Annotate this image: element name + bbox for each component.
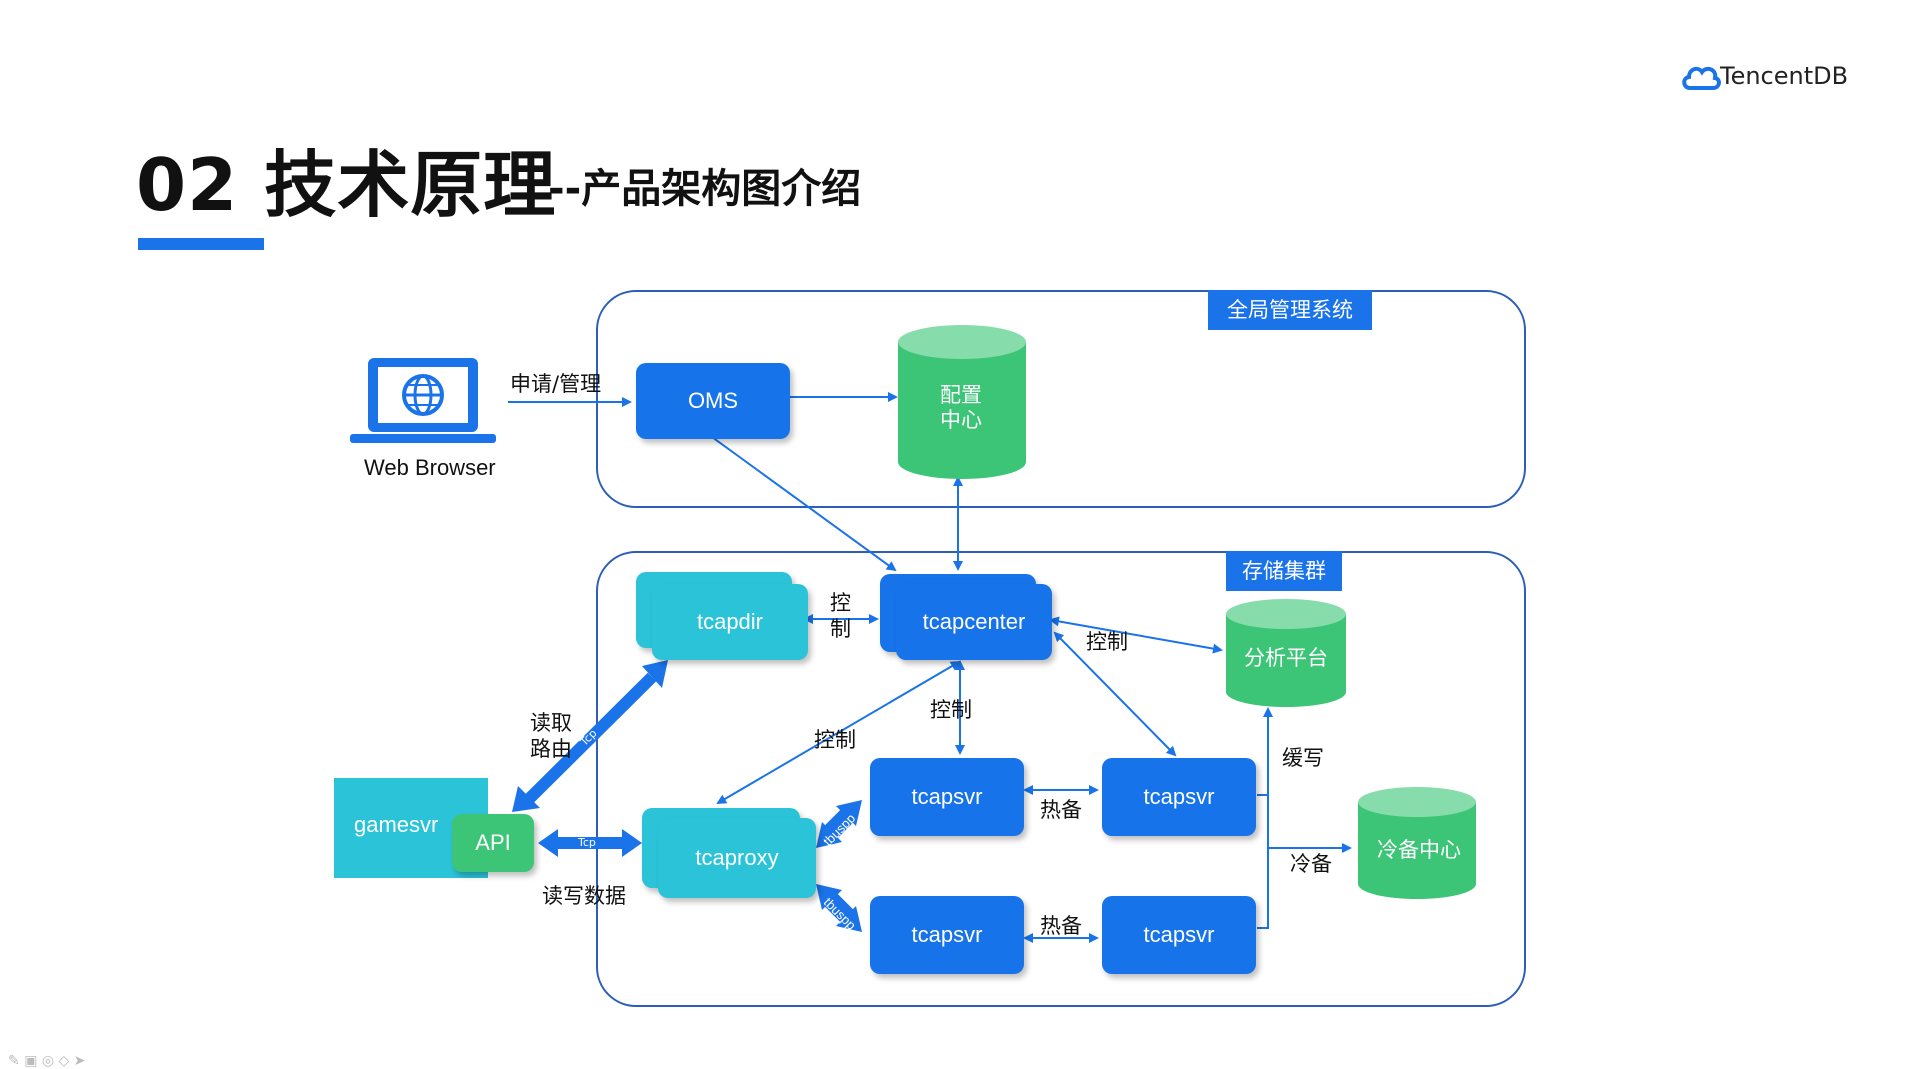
management-region xyxy=(596,290,1526,508)
read-write-label: 读写数据 xyxy=(542,884,626,908)
oms-node: OMS xyxy=(636,363,790,439)
control-svr-label: 控制 xyxy=(930,698,972,722)
highlighter-icon[interactable]: ◎ xyxy=(41,1053,55,1069)
config-center-label-line1: 配置 xyxy=(940,383,982,407)
read-route-label-line2: 路由 xyxy=(530,737,572,761)
brand-logo-text: TencentDB xyxy=(1720,62,1849,90)
tcapsvr-bottom-right: tcapsvr xyxy=(1102,896,1256,974)
control-dir-label-line2: 制 xyxy=(830,617,851,641)
control-dir-label: 控 制 xyxy=(830,590,851,642)
tbuspp-bottom-arrow xyxy=(816,884,862,932)
read-route-label: 读取 路由 xyxy=(530,710,572,762)
pointer-icon[interactable]: ➤ xyxy=(73,1053,86,1069)
cold-backup-label: 冷备 xyxy=(1290,852,1332,876)
tcaproxy-node: tcaproxy xyxy=(658,818,816,898)
api-node: API xyxy=(452,814,534,872)
title-underline xyxy=(138,238,264,250)
config-center-label: 配置 中心 xyxy=(906,383,1016,433)
read-route-label-line1: 读取 xyxy=(530,711,572,735)
cloud-icon xyxy=(1682,66,1721,90)
analysis-platform-cylinder xyxy=(1226,599,1346,707)
edge-oms-tcapcenter xyxy=(711,436,897,572)
tcapsvr-top-right: tcapsvr xyxy=(1102,758,1256,836)
control-analysis-label: 控制 xyxy=(1086,630,1128,654)
analysis-platform-label: 分析平台 xyxy=(1244,646,1328,670)
browser-label: Web Browser xyxy=(364,455,496,480)
storage-region-label: 存储集群 xyxy=(1226,551,1342,591)
request-label: 申请/管理 xyxy=(510,372,602,396)
tcapsvr-bottom-left: tcapsvr xyxy=(870,896,1024,974)
laptop-globe-icon xyxy=(350,358,496,443)
cold-backup-center-cylinder xyxy=(1358,787,1476,899)
hot-standby-top-label: 热备 xyxy=(1040,798,1082,822)
tbuspp-top-arrow xyxy=(816,800,862,848)
control-proxy-label: 控制 xyxy=(814,728,856,752)
tcp-route-arrow xyxy=(512,660,668,812)
hot-standby-bottom-label: 热备 xyxy=(1040,914,1082,938)
eraser-icon[interactable]: ◇ xyxy=(58,1053,70,1069)
edge-tcapcenter-analysis xyxy=(1049,616,1223,654)
page-title: 02 技术原理 xyxy=(136,143,557,227)
tcp-rw-arrow xyxy=(538,829,642,857)
tcapsvr-top-left: tcapsvr xyxy=(870,758,1024,836)
page-subtitle: --产品架构图介绍 xyxy=(548,166,862,212)
gamesvr-label: gamesvr xyxy=(354,812,439,837)
management-region-label: 全局管理系统 xyxy=(1208,290,1372,330)
slideshow-toolbar[interactable]: ✎ ▣ ◎ ◇ ➤ xyxy=(8,1053,86,1069)
pen-icon[interactable]: ✎ xyxy=(8,1053,20,1069)
tcapdir-node: tcapdir xyxy=(652,584,808,660)
cold-backup-center-label: 冷备中心 xyxy=(1377,838,1461,862)
config-center-label-line2: 中心 xyxy=(940,408,982,432)
tcp-rw-label: Tcp xyxy=(578,836,596,849)
cache-write-label: 缓写 xyxy=(1282,746,1324,770)
tcapcenter-node: tcapcenter xyxy=(896,584,1052,660)
edge-cache-write xyxy=(1257,794,1269,929)
edge-tcapcenter-tcapsvr-right xyxy=(1053,631,1177,757)
storage-region xyxy=(596,551,1526,1007)
control-dir-label-line1: 控 xyxy=(830,591,851,615)
edge-tcapcenter-tcaproxy xyxy=(716,660,961,805)
config-center-cylinder xyxy=(898,325,1026,479)
slides-icon[interactable]: ▣ xyxy=(24,1053,38,1069)
